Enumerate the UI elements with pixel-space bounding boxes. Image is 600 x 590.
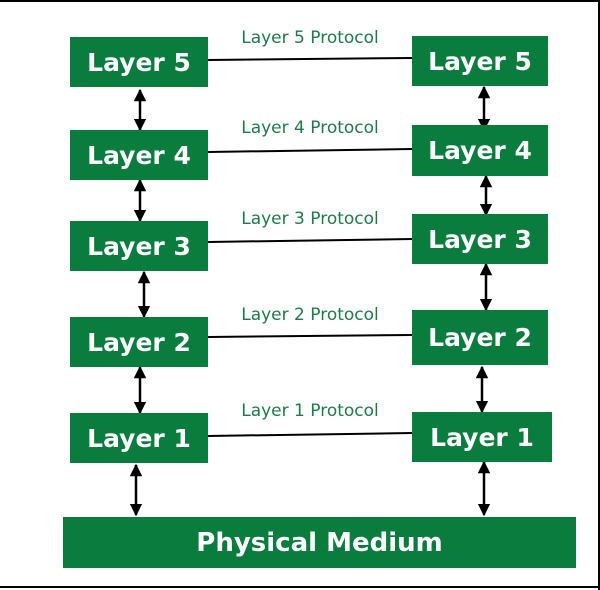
protocol-label-3: Layer 3 Protocol bbox=[241, 209, 379, 229]
protocol-label-1: Layer 1 Protocol bbox=[241, 401, 379, 421]
protocol-label-5: Layer 5 Protocol bbox=[241, 28, 379, 48]
left-layer-2-box: Layer 2 bbox=[70, 317, 208, 367]
protocol-line-1 bbox=[207, 432, 413, 437]
protocol-label-4: Layer 4 Protocol bbox=[241, 118, 379, 138]
right-layer-4-box: Layer 4 bbox=[412, 125, 548, 176]
frame-border-bottom bbox=[0, 586, 600, 588]
frame-border-top bbox=[0, 0, 600, 2]
left-layer-3-box: Layer 3 bbox=[70, 221, 208, 271]
left-layer-1-box: Layer 1 bbox=[70, 413, 208, 463]
right-layer-1-box: Layer 1 bbox=[412, 412, 552, 462]
left-layer-4-box: Layer 4 bbox=[70, 130, 208, 180]
right-layer-2-box: Layer 2 bbox=[412, 310, 548, 365]
right-layer-5-box: Layer 5 bbox=[412, 36, 548, 86]
protocol-line-5 bbox=[207, 57, 413, 61]
protocol-line-3 bbox=[207, 238, 413, 243]
right-layer-3-box: Layer 3 bbox=[412, 214, 548, 264]
protocol-line-4 bbox=[207, 148, 413, 153]
protocol-label-2: Layer 2 Protocol bbox=[241, 305, 379, 325]
frame-border-right bbox=[598, 0, 600, 590]
left-layer-5-box: Layer 5 bbox=[70, 37, 208, 87]
physical-medium-box: Physical Medium bbox=[63, 517, 576, 568]
protocol-line-2 bbox=[207, 334, 413, 338]
